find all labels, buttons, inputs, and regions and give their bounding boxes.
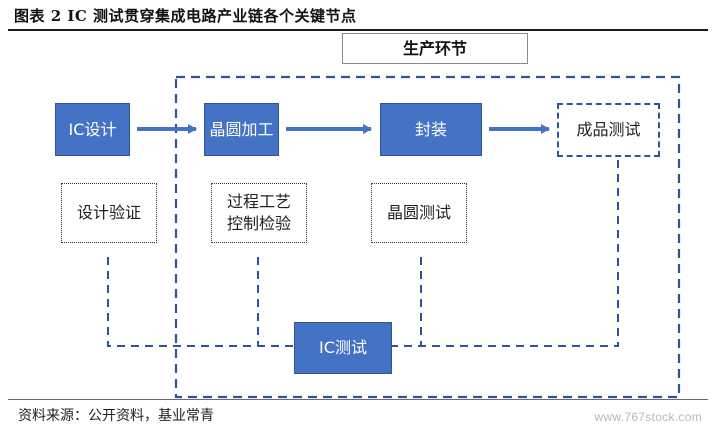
dashed-wafer-test-to-ic-test xyxy=(392,257,422,347)
production-stage-label: 生产环节 xyxy=(342,33,528,64)
node-design-verification[interactable]: 设计验证 xyxy=(61,183,157,243)
node-process-control[interactable]: 过程工艺控制检验 xyxy=(211,183,307,243)
footer-rule xyxy=(8,399,708,400)
node-wafer-fab[interactable]: 晶圆加工 xyxy=(204,103,279,156)
dashed-final-test-to-ic-test xyxy=(392,160,619,347)
node-ic-test[interactable]: IC测试 xyxy=(294,322,392,374)
node-final-product-test[interactable]: 成品测试 xyxy=(557,103,660,157)
node-packaging[interactable]: 封装 xyxy=(380,103,482,156)
watermark: www.767stock.com xyxy=(594,410,702,424)
title-underline xyxy=(8,29,708,31)
dashed-design-verification-to-ic-test xyxy=(107,257,294,347)
figure-title: 图表 2 IC 测试贯穿集成电路产业链各个关键节点 xyxy=(14,7,357,25)
node-ic-design[interactable]: IC设计 xyxy=(55,103,130,156)
production-stage-region xyxy=(174,75,681,399)
node-wafer-test[interactable]: 晶圆测试 xyxy=(371,183,467,243)
source-note: 资料来源：公开资料，基业常青 xyxy=(18,408,214,424)
